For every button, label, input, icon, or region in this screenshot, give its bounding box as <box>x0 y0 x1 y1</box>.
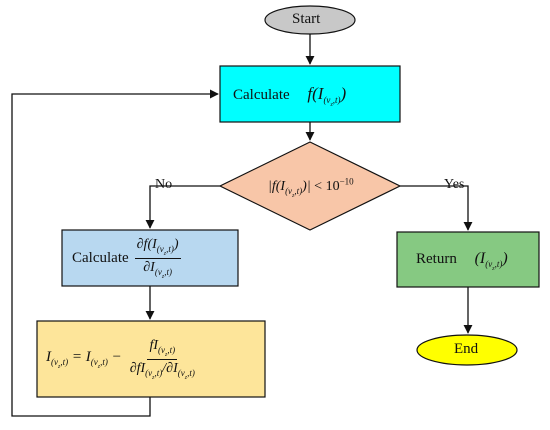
no-label: No <box>155 177 173 192</box>
calculate-derivative-label: Calculate ∂f(I(vz,t)) ∂I(vz,t) <box>72 236 181 280</box>
return-prefix: Return <box>416 251 457 267</box>
calculate-derivative-prefix: Calculate <box>72 249 129 266</box>
update-label: I(vz,t) = I(vz,t) − fI(vz,t) ∂fI(vz,t)/∂… <box>46 337 195 381</box>
convergence-decision <box>218 141 402 231</box>
return-expression: (I(vz,t)) <box>474 250 508 272</box>
calculate-f-box <box>219 65 401 123</box>
edge-no <box>145 185 220 229</box>
end-terminal <box>416 334 518 366</box>
derivative-fraction: ∂f(I(vz,t)) ∂I(vz,t) <box>134 236 181 280</box>
decision-label: |f(I(vz,t))| < 10−10 <box>268 176 354 199</box>
edge-yes <box>400 185 473 231</box>
calculate-f-prefix: Calculate <box>233 87 290 103</box>
return-label: Return (I(vz,t)) <box>416 250 508 272</box>
calculate-f-expression: f(I(vz,t)) <box>307 84 347 108</box>
edge-loop-back <box>11 89 219 417</box>
calculate-f-label: Calculate f(I(vz,t)) <box>233 84 346 108</box>
update-fraction: fI(vz,t) ∂fI(vz,t)/∂I(vz,t) <box>129 337 195 381</box>
start-label: Start <box>292 11 321 27</box>
end-label: End <box>454 341 479 357</box>
yes-label: Yes <box>444 177 465 192</box>
